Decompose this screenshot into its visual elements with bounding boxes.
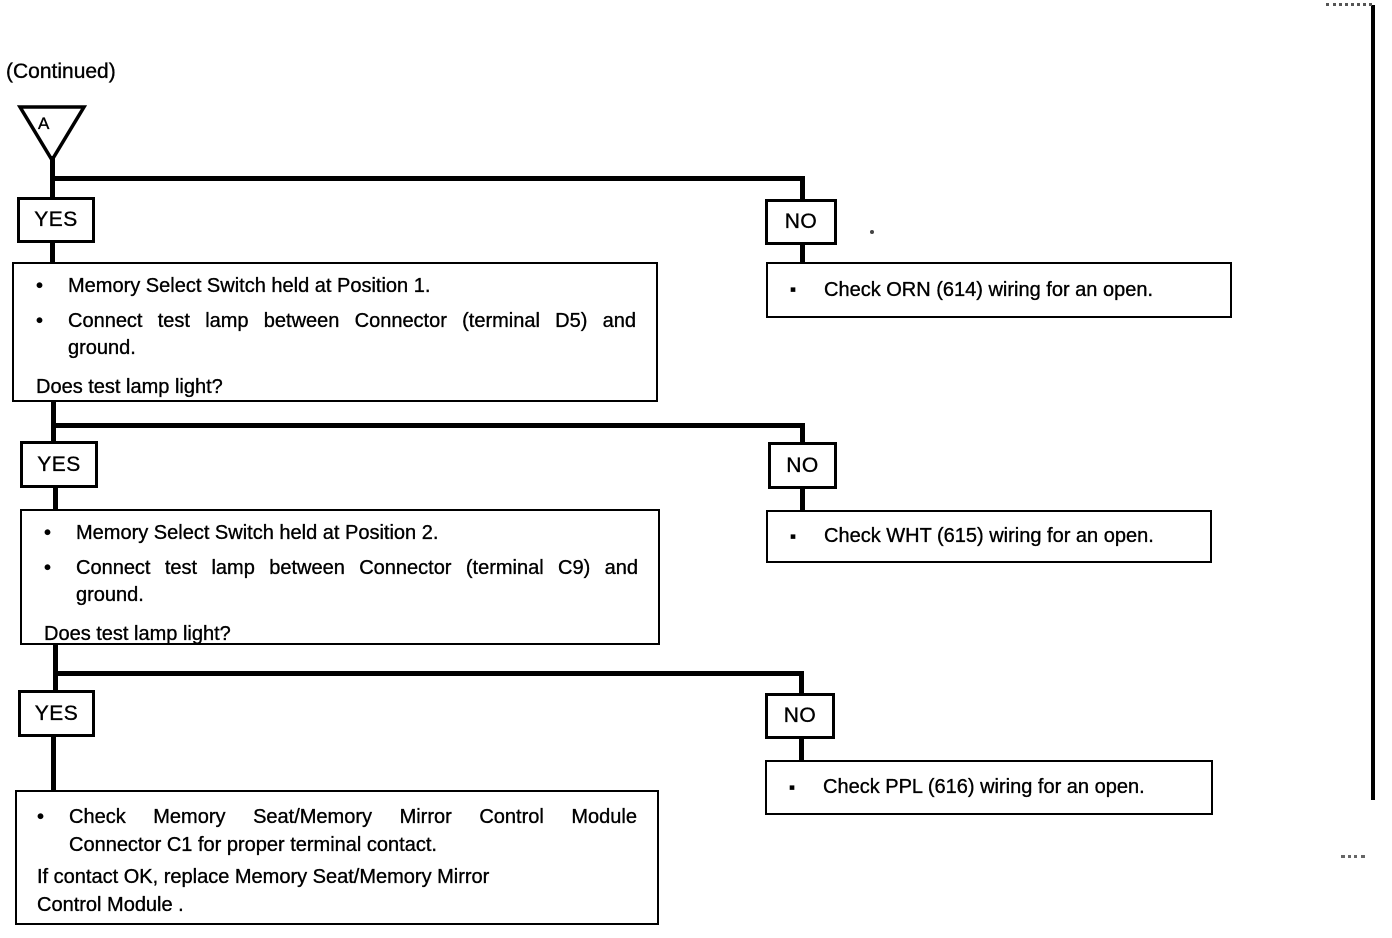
step1-question-box: Memory Select Switch held at Position 1.… bbox=[12, 262, 658, 402]
connector-line bbox=[50, 176, 804, 181]
connector-line bbox=[799, 671, 804, 695]
connector-line bbox=[799, 737, 804, 762]
connector-line bbox=[51, 423, 805, 428]
step3-no-action-box: Check PPL (616) wiring for an open. bbox=[765, 760, 1213, 815]
step1-bullet2-text: Connect test lamp between Connector (ter… bbox=[68, 310, 636, 359]
step2-bullet2-text: Connect test lamp between Connector (ter… bbox=[76, 557, 638, 606]
yes-label: YES bbox=[37, 452, 81, 476]
step1-question: Does test lamp light? bbox=[36, 376, 223, 398]
no-box-2: NO bbox=[768, 442, 837, 489]
yes-label: YES bbox=[34, 701, 79, 725]
no-label: NO bbox=[784, 210, 818, 233]
no-label: NO bbox=[783, 704, 817, 727]
connector-line bbox=[53, 486, 58, 512]
step3-footer-line1: If contact OK, replace Memory Seat/Memor… bbox=[37, 866, 490, 888]
scan-artifact bbox=[870, 230, 874, 234]
connector-line bbox=[800, 487, 805, 512]
bullet-icon bbox=[36, 273, 68, 300]
step2-bullet1-row: Memory Select Switch held at Position 2. bbox=[44, 520, 638, 547]
step3-no-action-text: Check PPL (616) wiring for an open. bbox=[823, 776, 1145, 798]
page-border-line bbox=[1371, 5, 1375, 800]
step2-no-action-box: Check WHT (615) wiring for an open. bbox=[766, 510, 1212, 563]
yes-box-2: YES bbox=[20, 441, 98, 488]
yes-box-3: YES bbox=[18, 690, 95, 737]
yes-label: YES bbox=[34, 208, 78, 231]
connector-line bbox=[50, 241, 55, 265]
no-label: NO bbox=[786, 453, 819, 477]
no-box-1: NO bbox=[765, 199, 837, 245]
step1-bullet1-text: Memory Select Switch held at Position 1. bbox=[68, 275, 431, 297]
bullet-icon bbox=[44, 520, 76, 547]
yes-box-1: YES bbox=[17, 197, 95, 243]
connector-line bbox=[800, 176, 805, 202]
bullet-icon bbox=[789, 778, 821, 798]
bullet-icon bbox=[790, 527, 822, 547]
connector-line bbox=[51, 399, 56, 444]
bullet-icon bbox=[37, 803, 69, 831]
step1-bullet1-row: Memory Select Switch held at Position 1. bbox=[36, 273, 636, 300]
step3-bullet1-text: Check Memory Seat/Memory Mirror Control … bbox=[69, 806, 637, 856]
connector-a-label: A bbox=[38, 114, 50, 133]
step3-footer-line2: Control Module . bbox=[37, 894, 184, 916]
connector-line bbox=[800, 243, 805, 265]
step2-bullet1-text: Memory Select Switch held at Position 2. bbox=[76, 522, 439, 544]
bullet-icon bbox=[36, 308, 68, 335]
step1-bullet2-row: Connect test lamp between Connector (ter… bbox=[36, 308, 636, 362]
connector-line bbox=[51, 735, 56, 792]
bullet-icon bbox=[44, 555, 76, 582]
step1-no-action-text: Check ORN (614) wiring for an open. bbox=[824, 278, 1154, 301]
step2-no-action-text: Check WHT (615) wiring for an open. bbox=[824, 525, 1154, 547]
no-box-3: NO bbox=[765, 693, 835, 739]
step2-question-box: Memory Select Switch held at Position 2.… bbox=[20, 509, 660, 645]
step3-action-box: Check Memory Seat/Memory Mirror Control … bbox=[15, 790, 659, 925]
step1-no-action-box: Check ORN (614) wiring for an open. bbox=[766, 262, 1232, 318]
bullet-icon bbox=[790, 280, 822, 300]
step2-question: Does test lamp light? bbox=[44, 623, 231, 645]
continued-label: (Continued) bbox=[6, 60, 116, 83]
scan-artifact bbox=[1341, 855, 1365, 858]
scan-artifact bbox=[1326, 3, 1372, 6]
step3-bullet1-row: Check Memory Seat/Memory Mirror Control … bbox=[37, 803, 637, 859]
connector-line bbox=[800, 423, 805, 445]
connector-line bbox=[53, 642, 58, 693]
step2-bullet2-row: Connect test lamp between Connector (ter… bbox=[44, 555, 638, 609]
connector-line bbox=[53, 671, 803, 676]
connector-a-triangle bbox=[16, 105, 88, 164]
